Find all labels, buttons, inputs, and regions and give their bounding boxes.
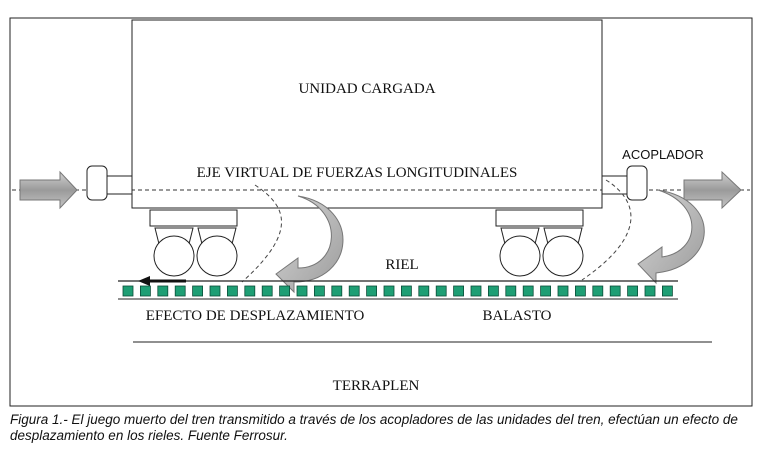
rail-tie (174, 285, 186, 297)
rail-tie (487, 285, 499, 297)
rail-tie (209, 285, 221, 297)
rail-tie (348, 285, 360, 297)
rail-tie (331, 285, 343, 297)
rail-tie (522, 285, 534, 297)
loaded-unit-body (131, 19, 603, 209)
rail-tie (383, 285, 395, 297)
rail-tie (644, 285, 656, 297)
rail-tie (435, 285, 447, 297)
left-force-arrow (19, 170, 78, 210)
rail-tie (157, 285, 169, 297)
coupler-label: ACOPLADOR (622, 147, 704, 162)
right-dashed-path (581, 179, 632, 281)
rail-tie (226, 285, 238, 297)
right-curved-arrow (637, 189, 705, 285)
figure-caption: Figura 1.- El juego muerto del tren tran… (10, 412, 738, 443)
rail-tie (244, 285, 256, 297)
rail-tie (139, 285, 151, 297)
rail-tie (505, 285, 517, 297)
left-dashed-path (241, 184, 282, 283)
rail-tie (400, 285, 412, 297)
unit-label: UNIDAD CARGADA (298, 81, 435, 97)
rail-tie (313, 285, 325, 297)
rail-tie (192, 285, 204, 297)
axis-label: EJE VIRTUAL DE FUERZAS LONGITUDINALES (197, 165, 518, 181)
rail-tie (453, 285, 465, 297)
displacement-label: EFECTO DE DESPLAZAMIENTO (146, 308, 365, 324)
rail-tie (540, 285, 551, 297)
rail-tie (261, 285, 273, 297)
ballast-label: BALASTO (483, 308, 552, 324)
rail-tie (470, 285, 482, 297)
rail-tie (122, 285, 134, 297)
rail-tie (592, 285, 604, 297)
rail-tie (575, 285, 586, 297)
rail-displacement-arrow (138, 276, 186, 286)
rail-tie (366, 285, 378, 297)
rail-ties (122, 285, 673, 297)
left-bogie (149, 209, 238, 277)
left-curved-arrow (275, 195, 344, 294)
rail-tie (557, 285, 569, 297)
left-coupler (86, 165, 133, 201)
rail-tie (662, 285, 673, 297)
right-force-arrow (683, 170, 742, 210)
rail-label: RIEL (385, 257, 418, 273)
right-coupler (601, 165, 648, 201)
rail-tie (296, 285, 308, 297)
rail-tie (627, 285, 638, 297)
rail-tie (609, 285, 621, 297)
rail-tie (418, 285, 430, 297)
right-bogie (495, 209, 584, 277)
diagram-frame (9, 17, 753, 407)
rail-tie (279, 285, 291, 297)
embankment-label: TERRAPLEN (333, 378, 420, 394)
